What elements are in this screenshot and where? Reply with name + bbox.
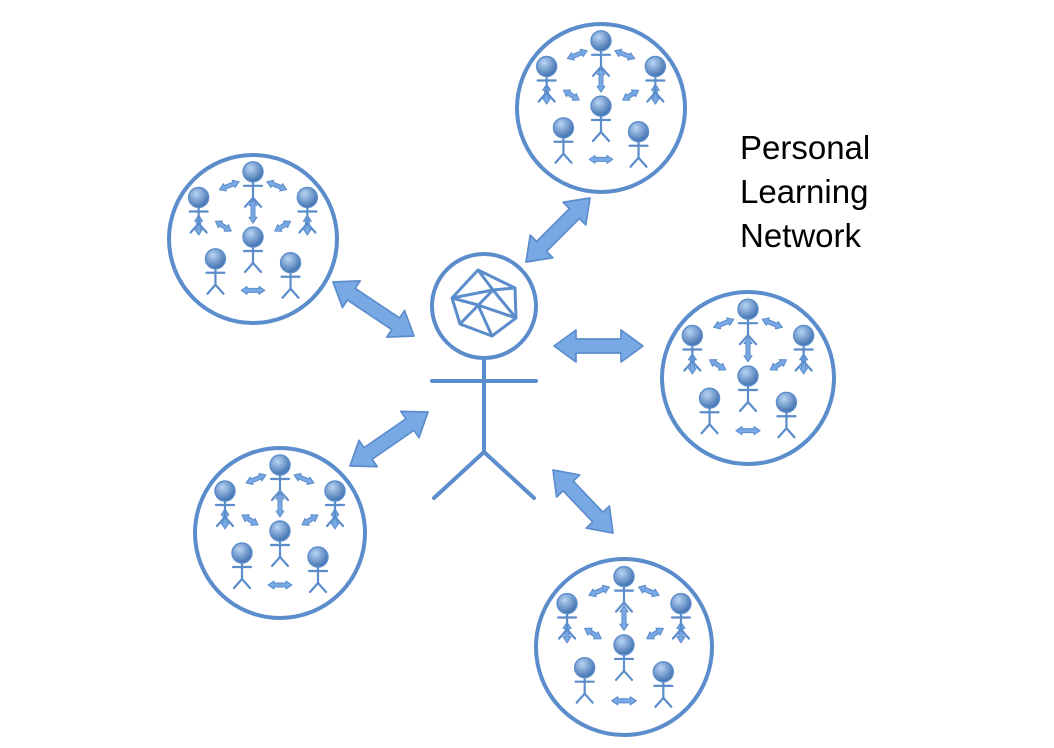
connection-arrow-icon [646,627,664,640]
connection-arrow-icon [735,426,761,436]
stick-figure-icon [307,546,329,594]
connection-arrow-icon [267,580,293,590]
connection-arrow-icon [562,621,572,644]
connection-arrow-icon [562,89,580,101]
peer-network-5 [534,557,714,737]
connection-arrow-icon [588,584,611,598]
connection-arrow-icon [293,473,315,485]
stick-figure-icon [792,324,815,372]
title-line-2: Learning [740,173,869,210]
connection-arrow-icon [349,410,429,468]
stick-figure-icon [214,480,236,528]
learner-body [430,356,538,500]
stick-figure-icon [590,95,612,143]
connection-arrow-icon [302,214,312,236]
connection-arrow-icon [330,508,340,530]
connection-arrow-icon [761,317,783,330]
connection-arrow-icon [799,353,809,375]
stick-figure-icon [573,657,596,704]
connection-arrow-icon [194,214,204,236]
connection-arrow-icon [619,605,629,631]
connection-arrow-icon [220,508,230,530]
stick-figure-icon [231,542,253,590]
connection-arrow-icon [637,584,660,598]
connection-arrow-icon [622,89,640,101]
stick-figure-icon [324,480,346,528]
stick-figure-icon [552,117,575,164]
stick-figure-icon [204,248,227,295]
stick-figure-icon [670,592,692,640]
connection-arrow-icon [709,359,727,371]
connection-arrow-icon [588,154,614,164]
stick-figure-icon [644,55,667,103]
diagram-title: Personal Learning Network [740,126,870,258]
connection-arrow-icon [241,514,259,526]
title-line-3: Network [740,217,862,254]
connection-arrow-icon [650,83,660,105]
connection-arrow-icon [566,48,588,61]
connection-arrow-icon [769,359,787,371]
stick-figure-icon [627,121,650,168]
connection-arrow-icon [525,197,591,263]
stick-figure-icon [590,30,612,77]
stick-figure-icon [737,365,759,413]
central-learner-figure [430,252,538,500]
stick-figure-icon [269,520,291,568]
connection-arrow-icon [266,179,288,192]
stick-figure-icon [556,592,578,640]
peer-network-1 [515,22,687,194]
peer-network-2 [167,153,339,325]
connection-arrow-icon [584,627,602,640]
connection-arrow-icon [218,179,240,192]
connection-arrow-icon [743,337,753,363]
stick-figure-icon [775,391,798,439]
stick-figure-icon [535,55,558,103]
connection-arrow-icon [301,514,319,526]
stick-figure-icon [242,226,264,274]
title-line-1: Personal [740,129,871,166]
peer-network-3 [660,290,836,466]
connection-arrow-icon [614,48,636,61]
connection-arrow-icon [713,317,735,330]
stick-figure-icon [279,252,302,299]
stick-figure-icon [613,565,635,613]
stick-figure-icon [737,298,759,346]
connection-arrow-icon [332,280,415,338]
connection-arrow-icon [214,220,232,232]
stick-figure-icon [296,186,319,234]
connection-arrow-icon [245,473,267,485]
peer-network-4 [193,446,367,620]
stick-figure-icon [187,186,210,234]
connection-arrow-icon [676,621,686,644]
stick-figure-icon [698,387,721,435]
stick-figure-icon [269,454,291,502]
stick-figure-icon [242,161,264,208]
connection-arrow-icon [596,67,606,93]
connection-arrow-icon [248,198,258,224]
crumpled-paper-head-icon [450,268,518,338]
connection-arrow-icon [275,492,285,518]
stick-figure-icon [652,661,675,708]
connection-arrow-icon [552,469,614,534]
connection-arrow-icon [687,353,697,375]
connection-arrow-icon [240,285,266,295]
connection-arrow-icon [274,220,292,232]
connection-arrow-icon [611,696,637,706]
connection-arrow-icon [542,83,552,105]
stick-figure-icon [613,634,635,682]
stick-figure-icon [681,324,704,372]
connection-arrow-icon [553,329,644,363]
